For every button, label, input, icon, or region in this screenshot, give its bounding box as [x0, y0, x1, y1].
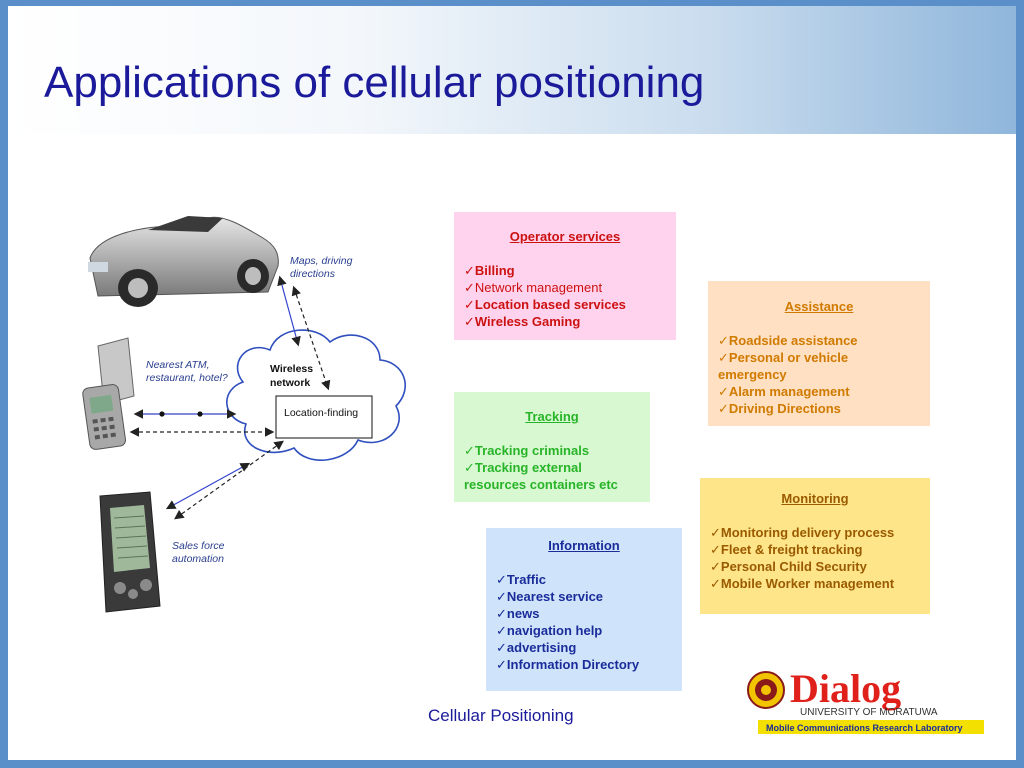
network-cloud-icon	[226, 329, 406, 461]
check-icon: ✓	[718, 384, 729, 399]
list-item: ✓Traffic	[496, 572, 546, 587]
assistance-heading: Assistance	[784, 299, 854, 314]
list-item: ✓Location based services	[464, 297, 626, 312]
list-item: ✓Tracking external resources containers …	[464, 460, 618, 492]
list-item: ✓Tracking criminals	[464, 443, 590, 458]
monitoring-box: Monitoring ✓Monitoring delivery process …	[700, 478, 930, 614]
check-icon: ✓	[496, 640, 507, 655]
information-box: Information ✓Traffic ✓Nearest service ✓n…	[486, 528, 682, 691]
monitoring-heading: Monitoring	[781, 491, 849, 506]
tracking-heading: Tracking	[525, 409, 579, 424]
list-item: ✓Roadside assistance	[718, 333, 858, 348]
list-item: ✓Monitoring delivery process	[710, 525, 895, 540]
pda-icon	[99, 491, 161, 613]
check-icon: ✓	[718, 350, 729, 365]
list-item: ✓Information Directory	[496, 657, 640, 672]
check-icon: ✓	[464, 314, 475, 329]
sales-label-1: Sales force	[172, 540, 225, 552]
list-item: ✓Network management	[464, 280, 603, 295]
list-item: ✓Nearest service	[496, 589, 604, 604]
check-icon: ✓	[464, 443, 475, 458]
list-item: ✓Driving Directions	[718, 401, 841, 416]
atm-label-2: restaurant, hotel?	[146, 372, 228, 384]
logo-lab-banner	[758, 720, 984, 734]
check-icon: ✓	[718, 401, 729, 416]
list-item: ✓news	[496, 606, 540, 621]
header-band	[8, 6, 1016, 134]
list-item: ✓navigation help	[496, 623, 603, 638]
check-icon: ✓	[496, 589, 507, 604]
maps-label-1: Maps, driving	[290, 255, 353, 267]
check-icon: ✓	[496, 606, 507, 621]
connection-arrows	[129, 275, 331, 520]
slide-title: Applications of cellular positioning	[44, 58, 705, 107]
university-crest-icon	[747, 671, 785, 709]
check-icon: ✓	[464, 263, 475, 278]
network-label-2: network	[270, 377, 310, 389]
operator-services-heading: Operator services	[509, 229, 621, 244]
maps-label-2: directions	[290, 268, 336, 280]
network-label-1: Wireless	[270, 363, 313, 375]
location-finding-box	[275, 395, 373, 439]
check-icon: ✓	[710, 525, 721, 540]
check-icon: ✓	[710, 559, 721, 574]
location-finding-label: Location-finding	[284, 407, 358, 419]
list-item: ✓Wireless Gaming	[464, 314, 581, 329]
check-icon: ✓	[464, 460, 475, 475]
check-icon: ✓	[496, 623, 507, 638]
logo-brand: Dialog	[790, 666, 901, 711]
mobile-phone-icon	[82, 337, 135, 450]
list-item: ✓advertising	[496, 640, 577, 655]
slide: Applications of cellular positioning Map…	[8, 6, 1016, 760]
logo-lab: Mobile Communications Research Laborator…	[766, 723, 963, 733]
check-icon: ✓	[464, 280, 475, 295]
list-item: ✓Mobile Worker management	[710, 576, 895, 591]
logo-university: UNIVERSITY OF MORATUWA	[800, 707, 938, 718]
list-item: ✓Billing	[464, 263, 515, 278]
assistance-box: Assistance ✓Roadside assistance ✓Persona…	[708, 281, 930, 426]
atm-label-1: Nearest ATM,	[146, 359, 210, 371]
check-icon: ✓	[718, 333, 729, 348]
check-icon: ✓	[464, 297, 475, 312]
list-item: ✓Personal or vehicle emergency	[718, 350, 849, 382]
cellular-positioning-diagram: Maps, driving directions Nearest ATM, re…	[82, 216, 406, 613]
car-icon	[88, 216, 279, 307]
check-icon: ✓	[496, 572, 507, 587]
list-item: ✓Fleet & freight tracking	[710, 542, 863, 557]
dialog-university-logo: Dialog UNIVERSITY OF MORATUWA Mobile Com…	[747, 666, 984, 734]
check-icon: ✓	[710, 542, 721, 557]
sales-label-2: automation	[172, 553, 224, 565]
list-item: ✓Alarm management	[718, 384, 850, 399]
list-item: ✓Personal Child Security	[710, 559, 867, 574]
tracking-box: Tracking ✓Tracking criminals ✓Tracking e…	[454, 392, 650, 502]
footer-text: Cellular Positioning	[428, 706, 574, 725]
information-heading: Information	[548, 538, 620, 553]
check-icon: ✓	[710, 576, 721, 591]
check-icon: ✓	[496, 657, 507, 672]
operator-services-box: Operator services ✓Billing ✓Network mana…	[454, 212, 676, 340]
